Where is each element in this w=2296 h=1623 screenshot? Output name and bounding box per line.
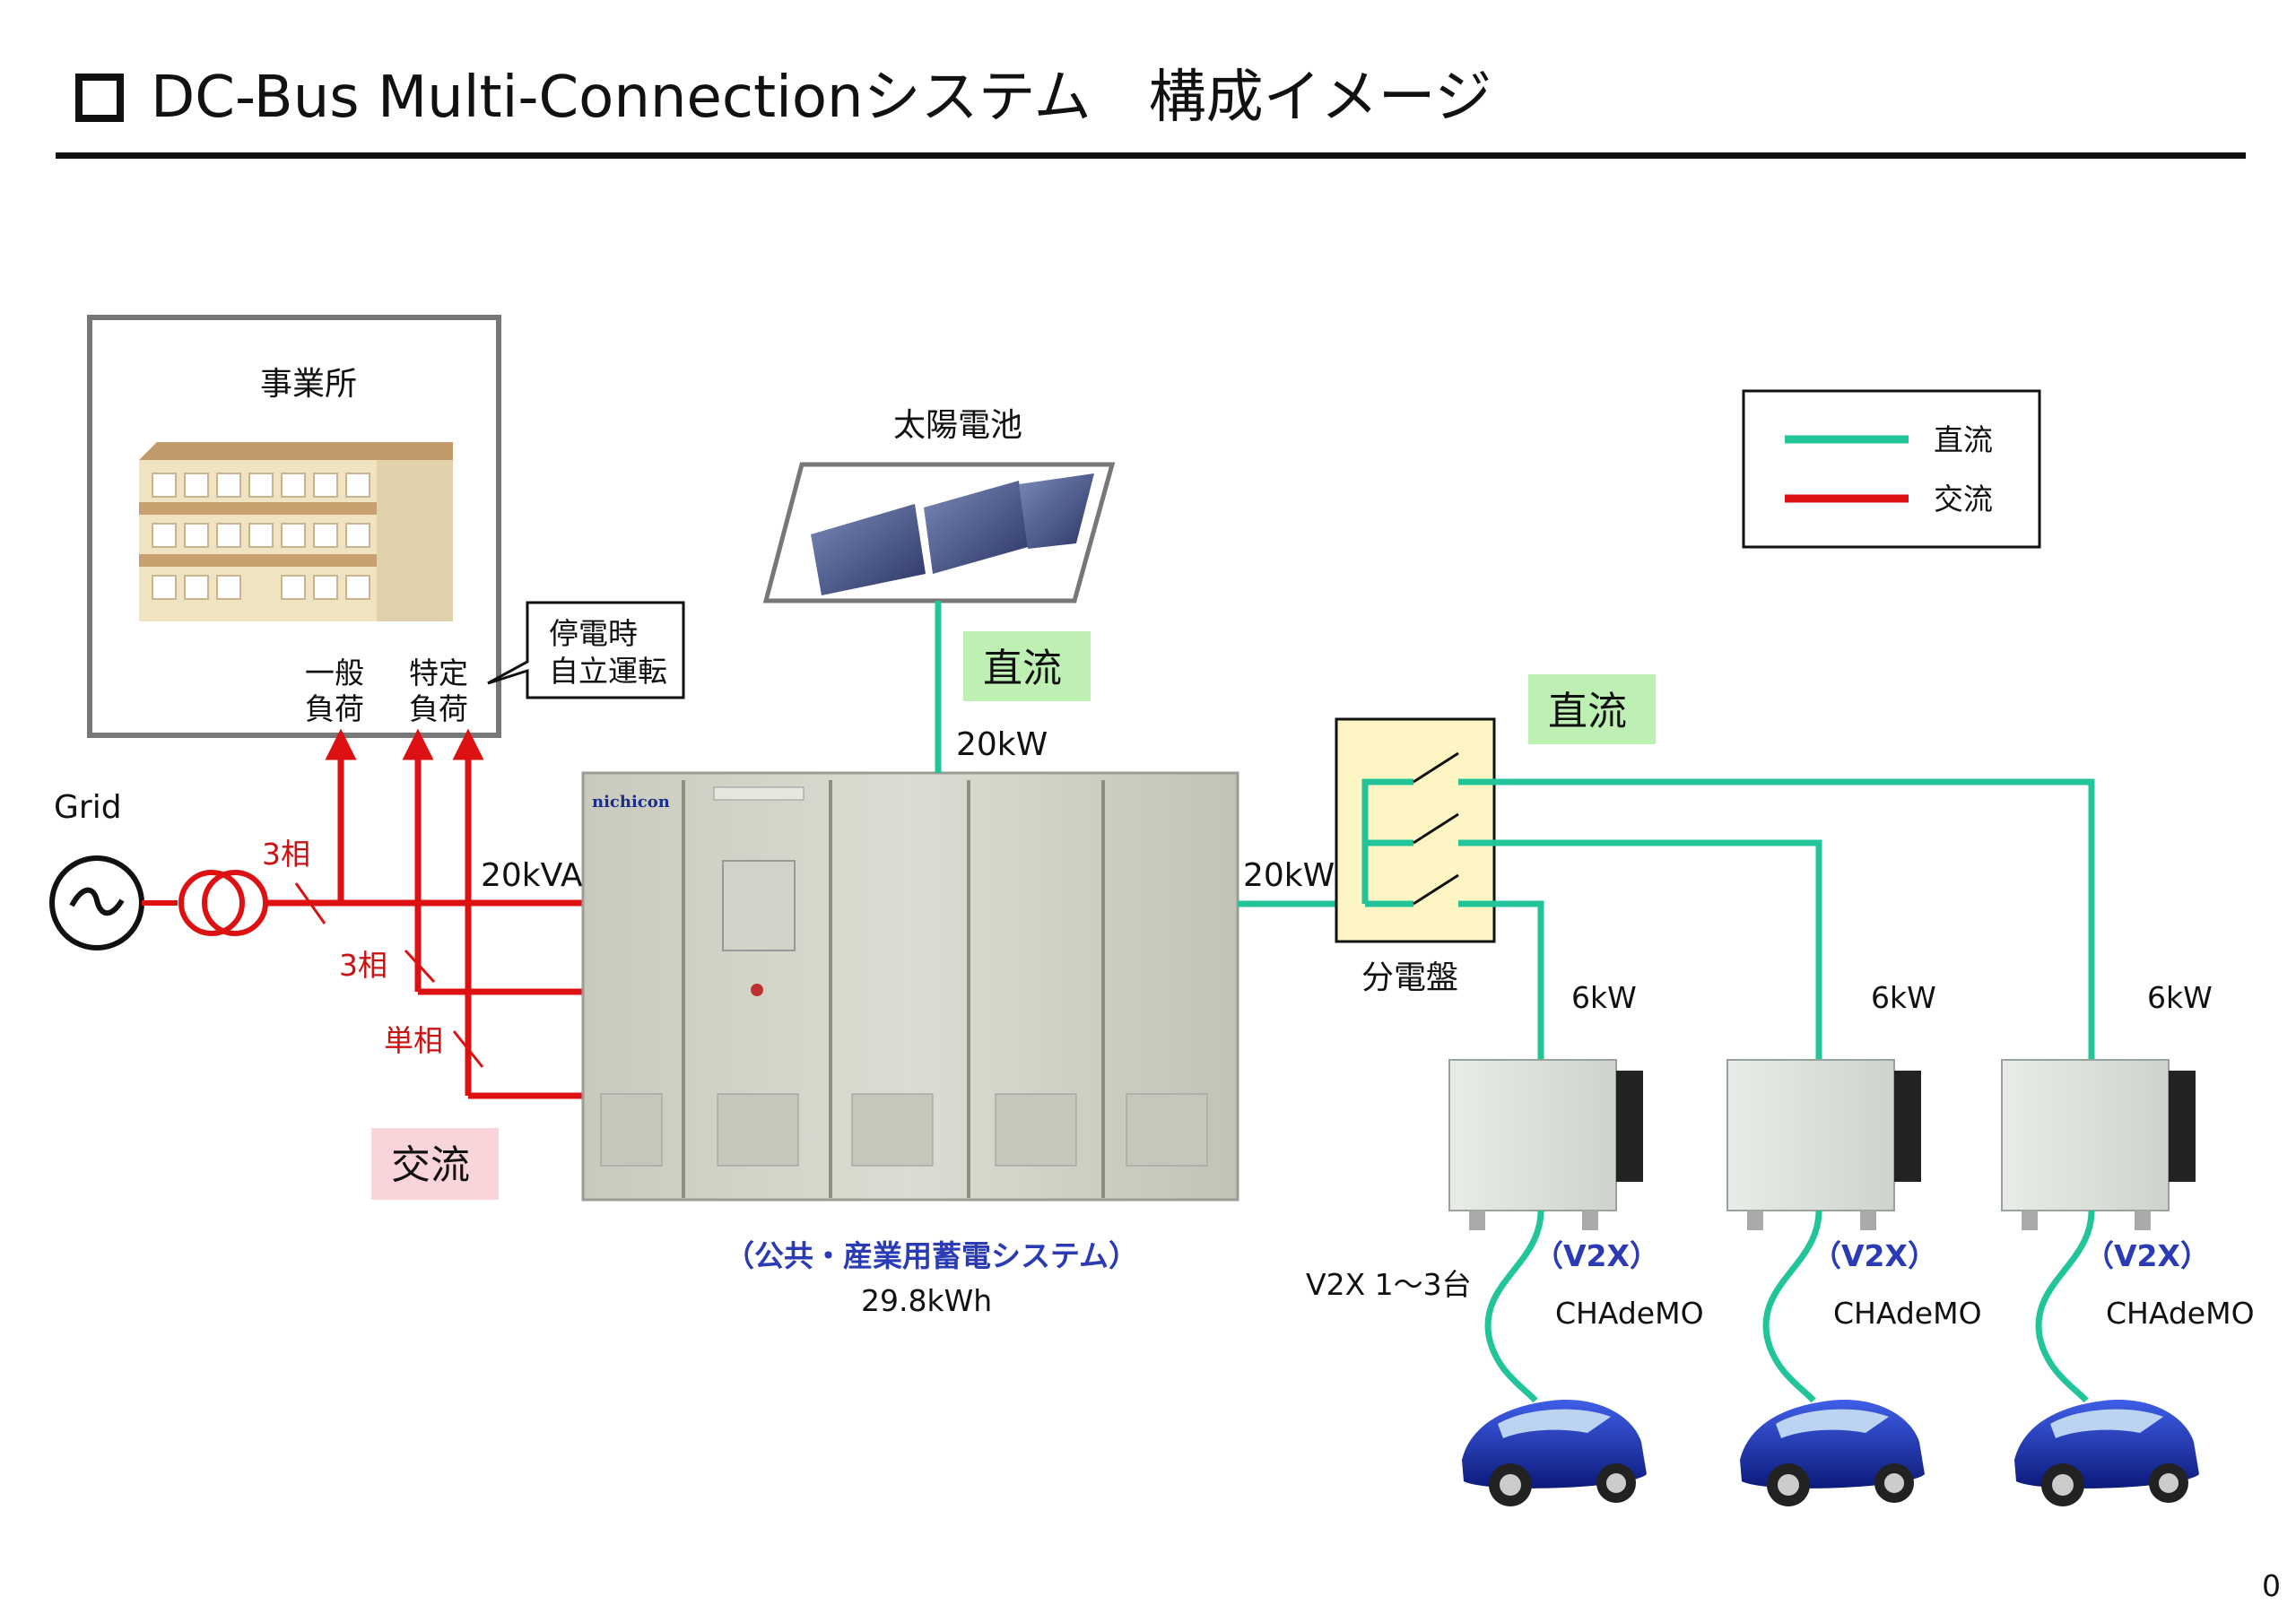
office-box: 事業所 一般 負荷 特定 負荷 [87,315,501,738]
charger-mode-label: （V2X） [1812,1238,1937,1273]
solar-dc-label: 直流 [983,646,1062,691]
storage-capacity: 29.8kWh [861,1283,992,1318]
charger-power-label: 6kW [1871,980,1936,1015]
grid-label: Grid [54,789,122,826]
transformer-icon [178,870,268,936]
load-specific-line2: 負荷 [409,691,468,726]
phase-3-label-a: 3相 [262,837,310,872]
sine-wave-icon [69,887,125,916]
legend-dc-label: 直流 [1934,422,1993,457]
dc-charger-lines [1458,778,2095,1063]
panel-dc-box: 直流 [1528,674,1656,744]
legend-ac-label: 交流 [1934,482,1993,516]
charger-connector-label: CHAdeMO [1555,1296,1704,1331]
title-square-icon [75,74,124,122]
charger-power-label: 6kW [2147,980,2213,1015]
phase-3-label-b: 3相 [339,948,387,983]
ev-car-icon [1462,1400,1647,1506]
callout-line2: 自立運転 [549,654,667,689]
ac-highlight-box: 交流 [371,1128,499,1200]
building-icon [139,442,453,621]
charger-mode-label: （V2X） [1534,1238,1659,1273]
solar-power-label: 20kW [956,726,1048,763]
charger-3: 6kW （V2X） CHAdeMO [2001,980,2255,1403]
page-title: DC-Bus Multi-Connectionシステム 構成イメージ [151,65,1492,131]
panel-label: 分電盤 [1361,959,1458,996]
storage-caption: （公共・産業用蓄電システム） [725,1238,1138,1273]
blackout-callout: 停電時 自立運転 [487,601,685,699]
ac-wiring [265,728,592,1099]
phase-ticks [294,882,484,1068]
v2x-count-label: V2X 1～3台 [1306,1267,1472,1302]
load-general-line1: 一般 [305,655,364,690]
charger-connector-label: CHAdeMO [2106,1296,2255,1331]
legend: 直流 交流 [1742,389,2041,549]
callout-line1: 停電時 [549,616,638,651]
office-label: 事業所 [260,366,357,403]
page-number: 0 [2262,1568,2281,1603]
brand-label: nichicon [592,793,670,812]
ev-car-icon [1740,1400,1925,1506]
storage-dc-power-label: 20kW [1243,857,1335,894]
load-general-line2: 負荷 [305,691,364,726]
solar-dc-box: 直流 [963,631,1091,701]
charger-power-label: 6kW [1571,980,1637,1015]
ac-highlight-label: 交流 [391,1142,470,1188]
charger-1: 6kW （V2X） CHAdeMO [1448,980,1704,1403]
ev-car-icon [2014,1400,2199,1506]
charger-connector-label: CHAdeMO [1833,1296,1982,1331]
title-underline [56,152,2246,159]
panel-dc-label: 直流 [1548,689,1627,734]
load-specific-line1: 特定 [409,655,468,690]
solar-panel-image [762,462,1116,603]
distribution-panel [1335,717,1496,943]
single-phase-label: 単相 [384,1023,443,1058]
solar-label: 太陽電池 [893,407,1022,444]
charger-mode-label: （V2X） [2084,1238,2210,1273]
charger-2: 6kW （V2X） CHAdeMO [1726,980,1982,1403]
storage-system-image: nichicon [581,771,1239,1202]
ac-power-label: 20kVA [481,857,583,894]
